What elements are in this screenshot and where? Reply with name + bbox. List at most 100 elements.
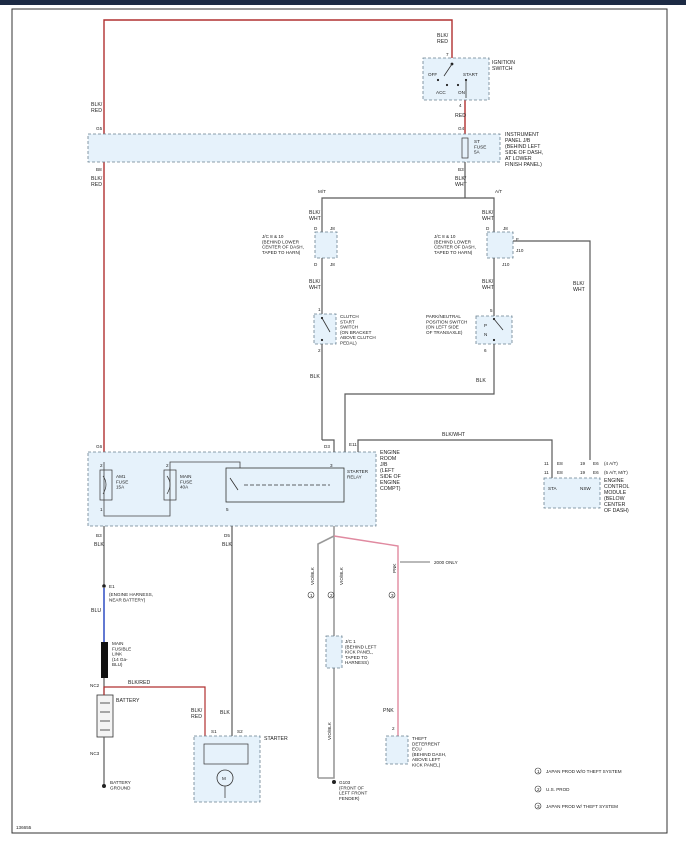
ecm-e6a: E6 <box>593 461 599 466</box>
label-line: (FRONT OF <box>339 785 364 790</box>
label-line: 19 <box>580 470 586 475</box>
label-line: ENGINE <box>380 450 400 456</box>
jc-left-wire-in: BLK/WHT <box>309 210 322 222</box>
jc-left-d-top: D <box>314 226 318 231</box>
label-line: (ENGINE HARNESS, <box>109 592 153 597</box>
ecm-lt2: (5 A/T, M/T) <box>604 470 628 475</box>
label-line: ENGINE <box>604 478 624 484</box>
label-line: PNK <box>383 708 394 714</box>
label-line: B3 <box>458 167 464 172</box>
er-pin2b: 2 <box>166 463 169 468</box>
label-line: SWITCH <box>492 66 513 72</box>
label-line: POSITION SWITCH <box>426 319 467 324</box>
ground-point <box>102 784 106 788</box>
label-line: 11 <box>544 461 549 466</box>
label-line: BLK <box>220 710 230 716</box>
label-line: E8 <box>557 470 563 475</box>
label-line: BLK <box>222 542 232 548</box>
starter-solenoid <box>203 743 249 765</box>
theft-ecu-box <box>385 735 409 765</box>
jc-right-j8: J8 <box>503 226 508 231</box>
label-line: BLK/RED <box>128 680 150 686</box>
jc-left-j8-top: J8 <box>330 226 335 231</box>
label-line: BLU <box>91 608 101 614</box>
clutch-switch-symbol <box>320 316 331 342</box>
label-line: RED <box>191 714 202 720</box>
jc-right-j10a: J10 <box>516 248 524 253</box>
label-line: SIDE OF DASH, <box>505 150 543 156</box>
clutch-pin2: 2 <box>318 348 321 353</box>
label-line: STARTER <box>347 469 369 474</box>
marker-2 <box>327 591 335 599</box>
label-line: CENTER OF DASH, <box>434 245 476 250</box>
ecm-lt: (4 A/T) <box>604 461 618 466</box>
label-line: FUSIBLE <box>112 646 131 651</box>
label-line: J8 <box>330 226 335 231</box>
label-line: KICK PANEL, <box>345 650 373 655</box>
label-line: ACC <box>436 90 446 95</box>
label-line: J/C 8 & 10 <box>262 234 284 239</box>
label-line: WHT <box>482 216 495 222</box>
label-line: 5A <box>474 150 481 155</box>
legend-text-3: JAPAN PROD W/ THEFT SYSTEM <box>546 804 618 809</box>
label-line: MODULE <box>604 490 627 496</box>
label-line: J10 <box>516 248 524 253</box>
label-line: BLK/WHT <box>442 432 466 438</box>
label-line: TAPED TO HARN) <box>434 250 473 255</box>
jc-left-box <box>314 231 338 259</box>
label-line: BLK/ <box>91 102 103 108</box>
label-line: CLUTCH <box>340 314 359 319</box>
label-line: WHT <box>573 287 586 293</box>
low-e1: E1 <box>109 584 115 589</box>
jc-right-wire-in: BLK/WHT <box>482 210 495 222</box>
theft-vio2: VIO/BLK <box>339 566 344 585</box>
ip-wire-left: BLK/RED <box>91 102 103 114</box>
label-line: PARK/NEUTRAL <box>426 314 461 319</box>
label-line: (ON BRACKET <box>340 330 372 335</box>
low-blk2: BLK <box>222 542 232 548</box>
low-starter: STARTER <box>264 736 288 742</box>
label-line: START <box>340 319 355 324</box>
label-line: RED <box>91 108 102 114</box>
label-line: NEAR BATTERY) <box>109 597 146 602</box>
frame <box>11 8 668 834</box>
label-line: PANEL J/B <box>505 138 531 144</box>
ign-start: START <box>463 72 478 77</box>
label-line: CENTER <box>604 502 626 508</box>
g103-ground <box>332 780 336 784</box>
label-line: SWITCH <box>340 325 358 330</box>
ecm-sta: STA <box>548 486 558 491</box>
label-line: E <box>516 237 519 242</box>
ign-wire-top: BLK/RED <box>437 33 449 45</box>
label-line: ON <box>458 90 465 95</box>
ecm-e6b: E6 <box>593 470 599 475</box>
low-m: M <box>222 776 226 781</box>
ign-off: OFF <box>428 72 437 77</box>
label-line: J8 <box>503 226 508 231</box>
low-b3: B3 <box>96 533 102 538</box>
label-line: 3 <box>391 593 394 598</box>
label-line: B8 <box>96 167 102 172</box>
label-line: 2 <box>318 348 321 353</box>
label-line: G103 <box>339 780 351 785</box>
label-line: BLK/ <box>437 33 449 39</box>
jc-right-j10b: J10 <box>502 262 510 267</box>
label-line: J10 <box>502 262 510 267</box>
er-g6: G6 <box>96 444 103 449</box>
label-line: FINISH PANEL) <box>505 162 542 168</box>
clutch-switch-box <box>313 313 337 345</box>
label-line: E6 <box>593 461 599 466</box>
clutch-pin1: 1 <box>318 307 321 312</box>
low-e1-desc: (ENGINE HARNESS,NEAR BATTERY) <box>109 592 153 602</box>
label-line: COMPT) <box>380 486 401 492</box>
label-line: (BEHIND LOWER <box>434 239 472 244</box>
low-battery: BATTERY <box>116 698 140 704</box>
label-line: (BELOW <box>604 496 625 502</box>
label-line: M/T <box>318 189 326 194</box>
label-line: DETERRENT <box>412 741 440 746</box>
label-line: IGNITION <box>492 60 515 66</box>
label-line: WHT <box>482 285 495 291</box>
